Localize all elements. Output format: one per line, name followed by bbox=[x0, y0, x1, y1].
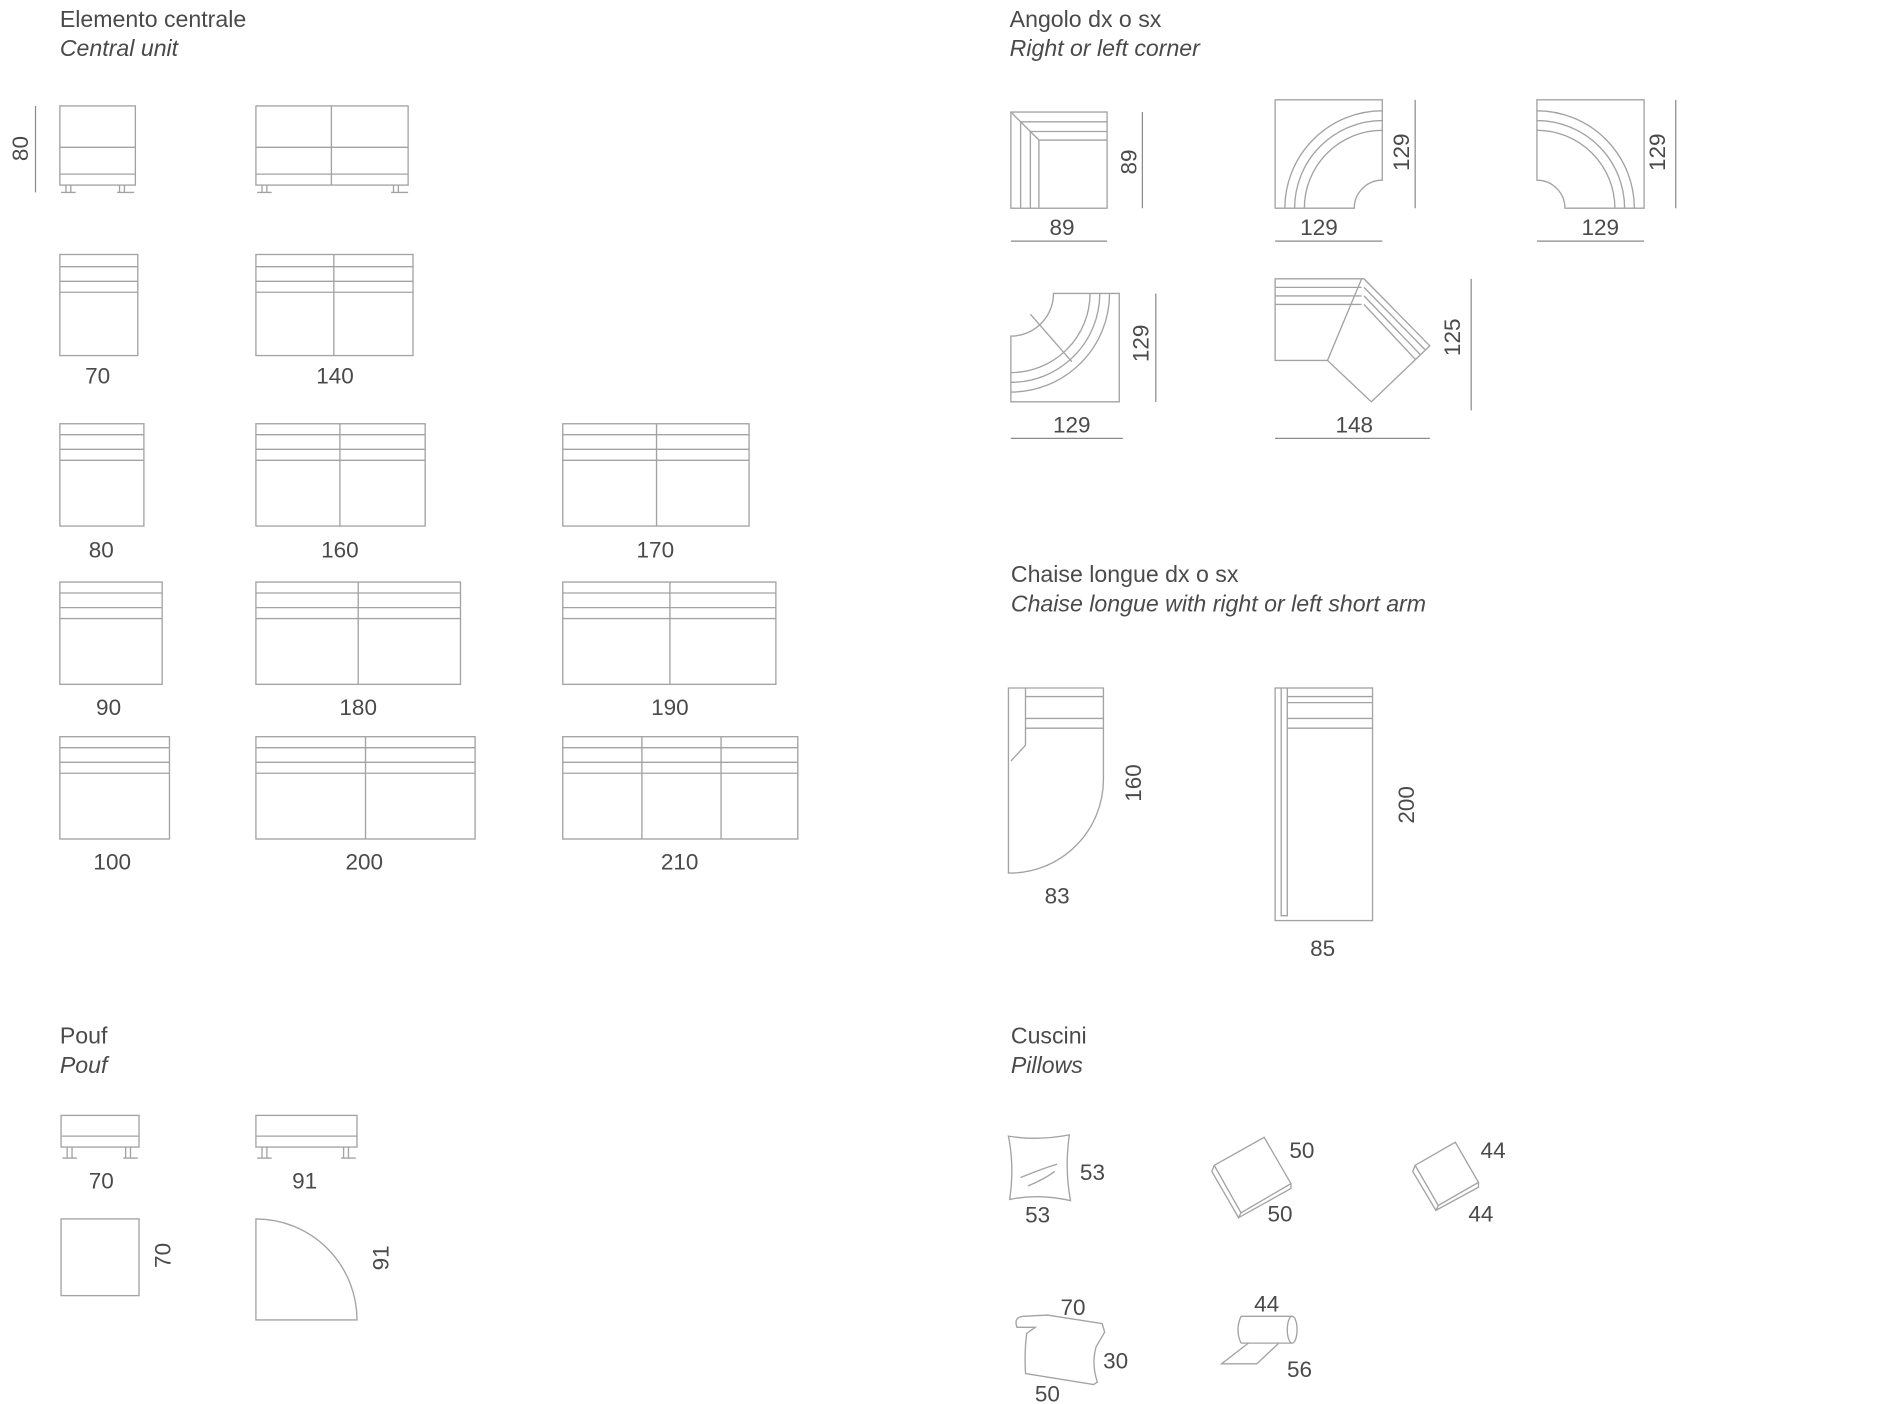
corner-width-label: 129 bbox=[1300, 215, 1338, 240]
pillow-dimension-label: 44 bbox=[1254, 1291, 1279, 1316]
central-front-view-double bbox=[255, 105, 409, 194]
corner-depth-label: 129 bbox=[1389, 133, 1414, 171]
pillow-dimension-label: 50 bbox=[1035, 1382, 1060, 1404]
corner-depth-label: 125 bbox=[1440, 319, 1465, 357]
width-label: 170 bbox=[637, 538, 675, 563]
pouf-width-label: 91 bbox=[292, 1168, 317, 1193]
pillow-dimension-label: 50 bbox=[1289, 1138, 1314, 1163]
chaise-depth-label: 200 bbox=[1394, 786, 1419, 824]
pillows-section: Cuscini Pillows 53 53 50 50 44 44 70 30 … bbox=[1007, 1023, 1506, 1404]
central-top-views bbox=[59, 253, 799, 840]
height-label: 80 bbox=[8, 136, 33, 161]
dimension-lines bbox=[1010, 99, 1677, 439]
pouf-section: Pouf Pouf 70 91 70 91 bbox=[60, 1023, 394, 1321]
chaise-depth-label: 160 bbox=[1121, 764, 1146, 802]
pillow-dimension-label: 30 bbox=[1103, 1349, 1128, 1374]
section-subtitle: Pouf bbox=[60, 1052, 110, 1078]
pillow-drawings bbox=[1007, 1134, 1480, 1386]
section-title: Cuscini bbox=[1011, 1023, 1087, 1049]
corner-width-label: 89 bbox=[1050, 215, 1075, 240]
width-label: 200 bbox=[346, 849, 384, 874]
pouf-depth-label: 70 bbox=[151, 1243, 176, 1268]
pouf-width-label: 70 bbox=[89, 1168, 114, 1193]
chaise-section: Chaise longue dx o sx Chaise longue with… bbox=[1007, 561, 1426, 961]
corner-depth-label: 89 bbox=[1116, 149, 1141, 174]
corner-width-label: 129 bbox=[1053, 412, 1091, 437]
pillow-dimension-label: 50 bbox=[1267, 1201, 1292, 1226]
chaise-drawings bbox=[1007, 687, 1374, 922]
chaise-width-label: 85 bbox=[1310, 936, 1335, 961]
section-title: Angolo dx o sx bbox=[1010, 6, 1162, 32]
section-title: Pouf bbox=[60, 1023, 108, 1049]
central-front-view-single bbox=[59, 105, 137, 194]
width-label: 180 bbox=[339, 695, 377, 720]
central-unit-section: Elemento centrale Central unit 80 70 140… bbox=[8, 6, 799, 874]
pillow-dimension-label: 53 bbox=[1080, 1160, 1105, 1185]
corner-depth-label: 129 bbox=[1128, 325, 1153, 363]
width-label: 80 bbox=[89, 538, 114, 563]
pillow-dimension-label: 53 bbox=[1025, 1203, 1050, 1228]
width-label: 140 bbox=[316, 364, 354, 389]
corner-drawings bbox=[1010, 99, 1645, 403]
width-label: 160 bbox=[321, 538, 359, 563]
width-label: 210 bbox=[661, 849, 699, 874]
pillow-dimension-label: 70 bbox=[1060, 1295, 1085, 1320]
width-label: 90 bbox=[96, 695, 121, 720]
corner-width-label: 148 bbox=[1335, 412, 1373, 437]
pillow-dimension-label: 44 bbox=[1481, 1138, 1506, 1163]
section-subtitle: Right or left corner bbox=[1010, 35, 1202, 61]
width-label: 100 bbox=[93, 849, 131, 874]
corner-section: Angolo dx o sx Right or left corner 89 8… bbox=[1010, 6, 1677, 439]
pillow-dimension-label: 56 bbox=[1287, 1357, 1312, 1382]
section-title: Elemento centrale bbox=[60, 6, 246, 32]
chaise-width-label: 83 bbox=[1045, 884, 1070, 909]
section-subtitle: Pillows bbox=[1011, 1052, 1083, 1078]
section-subtitle: Central unit bbox=[60, 35, 180, 61]
width-label: 190 bbox=[651, 695, 689, 720]
pouf-depth-label: 91 bbox=[369, 1245, 394, 1270]
pouf-drawings bbox=[60, 1114, 358, 1321]
section-title: Chaise longue dx o sx bbox=[1011, 561, 1239, 587]
pillow-dimension-label: 44 bbox=[1468, 1201, 1493, 1226]
width-label: 70 bbox=[85, 364, 110, 389]
corner-depth-label: 129 bbox=[1645, 133, 1670, 171]
corner-width-label: 129 bbox=[1581, 215, 1619, 240]
section-subtitle: Chaise longue with right or left short a… bbox=[1011, 590, 1426, 616]
